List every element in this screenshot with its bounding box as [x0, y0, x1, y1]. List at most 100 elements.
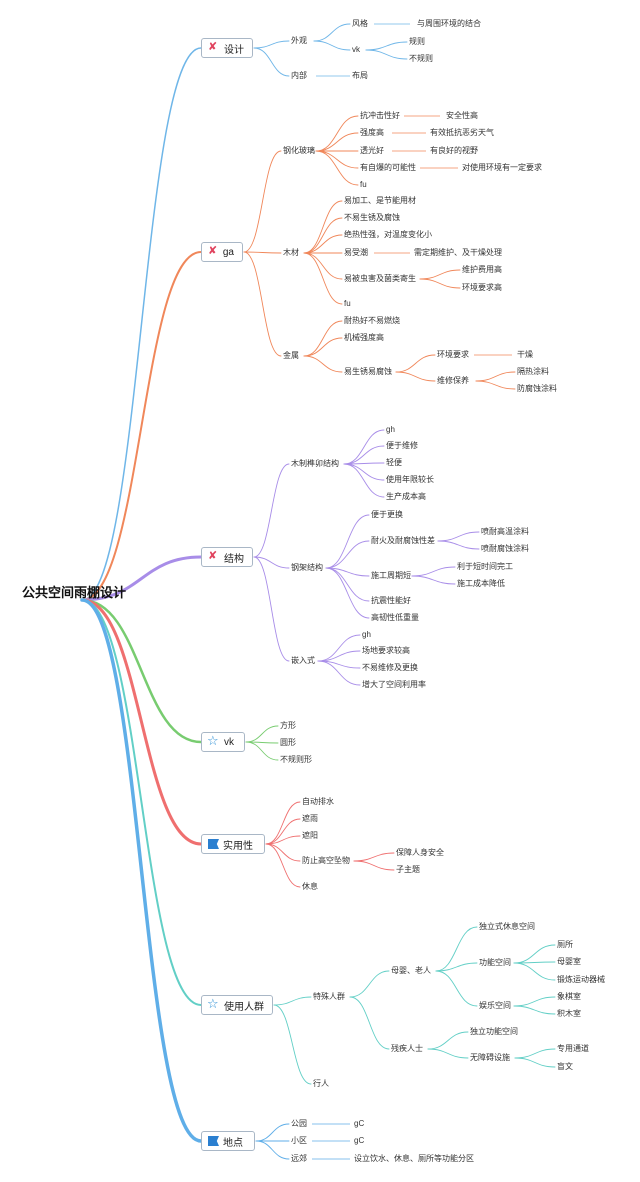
node[interactable]: 规则 — [409, 37, 425, 46]
node[interactable]: 厕所 — [557, 940, 573, 949]
branch-design[interactable]: 设计 — [201, 38, 253, 58]
node[interactable]: 象棋室 — [557, 992, 581, 1001]
node[interactable]: 母婴室 — [557, 957, 581, 966]
branch-vk[interactable]: vk — [201, 732, 245, 752]
node[interactable]: 方形 — [280, 721, 296, 730]
node[interactable]: 钢化玻璃 — [283, 146, 315, 155]
node[interactable]: 防腐蚀涂料 — [517, 384, 557, 393]
node[interactable]: 木材 — [283, 248, 299, 257]
node[interactable]: 不规则 — [409, 54, 433, 63]
node[interactable]: 子主题 — [396, 865, 420, 874]
node[interactable]: 轻便 — [386, 458, 402, 467]
branch-place[interactable]: 地点 — [201, 1131, 255, 1151]
node[interactable]: 使用年限较长 — [386, 475, 434, 484]
connector-line — [313, 23, 351, 42]
node[interactable]: 积木室 — [557, 1009, 581, 1018]
branch-ga[interactable]: ga — [201, 242, 243, 262]
branch-practical[interactable]: 实用性 — [201, 834, 265, 854]
node[interactable]: 需定期维护、及干燥处理 — [414, 248, 502, 257]
branch-users[interactable]: 使用人群 — [201, 995, 273, 1015]
node[interactable]: 有自爆的可能性 — [360, 163, 416, 172]
node[interactable]: gh — [386, 425, 395, 434]
node[interactable]: 残疾人士 — [391, 1044, 423, 1053]
node[interactable]: 对使用环境有一定要求 — [462, 163, 542, 172]
node[interactable]: 环境要求 — [437, 350, 469, 359]
node[interactable]: 无障碍设施 — [470, 1053, 510, 1062]
node[interactable]: 嵌入式 — [291, 656, 315, 665]
node[interactable]: 有良好的视野 — [430, 146, 478, 155]
node[interactable]: 设立饮水、休息、厕所等功能分区 — [354, 1154, 474, 1163]
node[interactable]: 风格 — [352, 19, 368, 28]
node[interactable]: 圆形 — [280, 738, 296, 747]
node[interactable]: 便于维修 — [386, 441, 418, 450]
node[interactable]: 内部 — [291, 71, 307, 80]
node[interactable]: 施工成本降低 — [457, 579, 505, 588]
node[interactable]: 耐火及耐腐蚀性差 — [371, 536, 435, 545]
branch-structure[interactable]: 结构 — [201, 547, 253, 567]
node[interactable]: 专用通道 — [557, 1044, 589, 1053]
node[interactable]: 利于短时间完工 — [457, 562, 513, 571]
node[interactable]: 不易维修及更换 — [362, 663, 418, 672]
node[interactable]: 独立式休息空间 — [479, 922, 535, 931]
node[interactable]: 外观 — [291, 36, 307, 45]
node[interactable]: 绝热性强，对温度变化小 — [344, 230, 432, 239]
node[interactable]: 休息 — [302, 882, 318, 891]
node[interactable]: fu — [360, 180, 367, 189]
node[interactable]: 易被虫害及菌类寄生 — [344, 274, 416, 283]
node[interactable]: 远郊 — [291, 1154, 307, 1163]
node[interactable]: 维修保养 — [437, 376, 469, 385]
node[interactable]: 耐热好不易燃烧 — [344, 316, 400, 325]
node[interactable]: gC — [354, 1119, 365, 1128]
node[interactable]: 行人 — [313, 1079, 329, 1088]
node[interactable]: 易生锈易腐蚀 — [344, 367, 392, 376]
node[interactable]: 隔热涂料 — [517, 367, 549, 376]
node[interactable]: 特殊人群 — [313, 992, 345, 1001]
node[interactable]: 公园 — [291, 1119, 307, 1128]
node[interactable]: 干燥 — [517, 350, 533, 359]
node[interactable]: 娱乐空间 — [479, 1001, 511, 1010]
node[interactable]: 环境要求高 — [462, 283, 502, 292]
node[interactable]: gC — [354, 1136, 365, 1145]
node[interactable]: 不易生锈及腐蚀 — [344, 213, 400, 222]
node[interactable]: 小区 — [291, 1136, 307, 1145]
node[interactable]: 遮雨 — [302, 814, 318, 823]
node[interactable]: 便于更换 — [371, 510, 403, 519]
node[interactable]: 高韧性低重量 — [371, 613, 419, 622]
node[interactable]: 自动排水 — [302, 797, 334, 806]
node[interactable]: 功能空间 — [479, 958, 511, 967]
node[interactable]: gh — [362, 630, 371, 639]
node[interactable]: 金属 — [283, 351, 299, 360]
node[interactable]: 锻炼运动器械 — [557, 975, 605, 984]
node[interactable]: 施工周期短 — [371, 571, 411, 580]
node[interactable]: fu — [344, 299, 351, 308]
node[interactable]: 场地要求较高 — [362, 646, 410, 655]
connector-line — [253, 463, 290, 558]
node[interactable]: 易受潮 — [344, 248, 368, 257]
node[interactable]: vk — [352, 45, 360, 54]
node[interactable]: 母婴、老人 — [391, 966, 431, 975]
node[interactable]: 防止高空坠物 — [302, 856, 350, 865]
node[interactable]: 布局 — [352, 71, 368, 80]
node[interactable]: 木制榫卯结构 — [291, 459, 339, 468]
node[interactable]: 抗冲击性好 — [360, 111, 400, 120]
node[interactable]: 保障人身安全 — [396, 848, 444, 857]
node[interactable]: 易加工、是节能用材 — [344, 196, 416, 205]
node[interactable]: 盲文 — [557, 1062, 573, 1071]
node[interactable]: 不规则形 — [280, 755, 312, 764]
node[interactable]: 强度高 — [360, 128, 384, 137]
node[interactable]: 有效抵抗恶劣天气 — [430, 128, 494, 137]
node[interactable]: 增大了空间利用率 — [362, 680, 426, 689]
node[interactable]: 抗震性能好 — [371, 596, 411, 605]
node[interactable]: 喷耐腐蚀涂料 — [481, 544, 529, 553]
node[interactable]: 钢架结构 — [291, 563, 323, 572]
node[interactable]: 与周围环境的结合 — [417, 19, 481, 28]
node[interactable]: 维护费用高 — [462, 265, 502, 274]
node[interactable]: 独立功能空间 — [470, 1027, 518, 1036]
node[interactable]: 喷耐高温涂料 — [481, 527, 529, 536]
root-topic[interactable]: 公共空间雨棚设计 — [22, 585, 127, 600]
node[interactable]: 透光好 — [360, 146, 384, 155]
node[interactable]: 生产成本高 — [386, 492, 426, 501]
node[interactable]: 安全性高 — [446, 111, 478, 120]
node[interactable]: 遮阳 — [302, 831, 318, 840]
node[interactable]: 机械强度高 — [344, 333, 384, 342]
